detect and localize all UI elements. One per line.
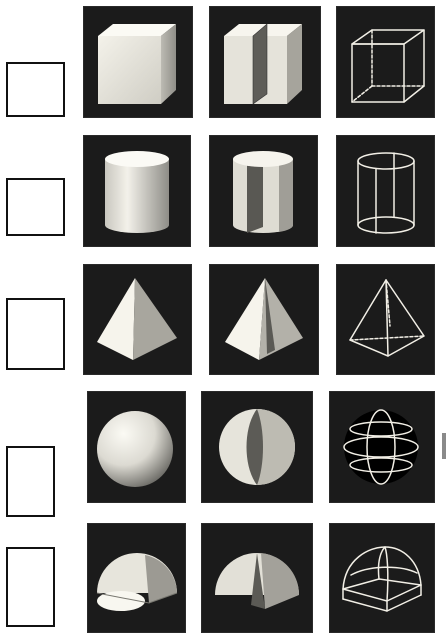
cube-solid-image xyxy=(83,6,193,118)
answer-box-2[interactable] xyxy=(6,178,65,236)
cylinder-cut-tile xyxy=(209,135,318,247)
pyramid-cut-image xyxy=(209,264,319,375)
sphere-wireframe-tile xyxy=(329,391,435,503)
cylinder-solid-tile xyxy=(83,135,191,247)
hemisphere-solid-tile xyxy=(87,523,186,633)
answer-box-5[interactable] xyxy=(6,547,55,627)
hemisphere-wireframe-tile xyxy=(329,523,435,633)
sphere-solid-tile xyxy=(87,391,186,503)
pyramid-wireframe-image xyxy=(336,264,435,375)
cylinder-cut-image xyxy=(209,135,318,247)
cylinder-wireframe-tile xyxy=(336,135,435,247)
cube-wireframe-image xyxy=(336,6,435,118)
answer-box-4[interactable] xyxy=(6,446,55,517)
pyramid-solid-tile xyxy=(83,264,192,375)
cube-solid-tile xyxy=(83,6,193,118)
sphere-solid-image xyxy=(87,391,186,503)
hemisphere-cut-image xyxy=(201,523,313,633)
pyramid-wireframe-tile xyxy=(336,264,435,375)
answer-box-1[interactable] xyxy=(6,62,65,117)
answer-box-3[interactable] xyxy=(6,298,65,370)
cube-cut-image xyxy=(209,6,321,118)
pyramid-cut-tile xyxy=(209,264,319,375)
hemisphere-wireframe-image xyxy=(329,523,435,633)
cube-cut-tile xyxy=(209,6,321,118)
sphere-cut-image xyxy=(201,391,313,503)
hemisphere-solid-image xyxy=(87,523,186,633)
page-edge-mark xyxy=(442,433,446,459)
sphere-wireframe-image xyxy=(329,391,435,503)
cube-wireframe-tile xyxy=(336,6,435,118)
pyramid-solid-image xyxy=(83,264,192,375)
cylinder-wireframe-image xyxy=(336,135,435,247)
sphere-cut-tile xyxy=(201,391,313,503)
hemisphere-cut-tile xyxy=(201,523,313,633)
cylinder-solid-image xyxy=(83,135,191,247)
